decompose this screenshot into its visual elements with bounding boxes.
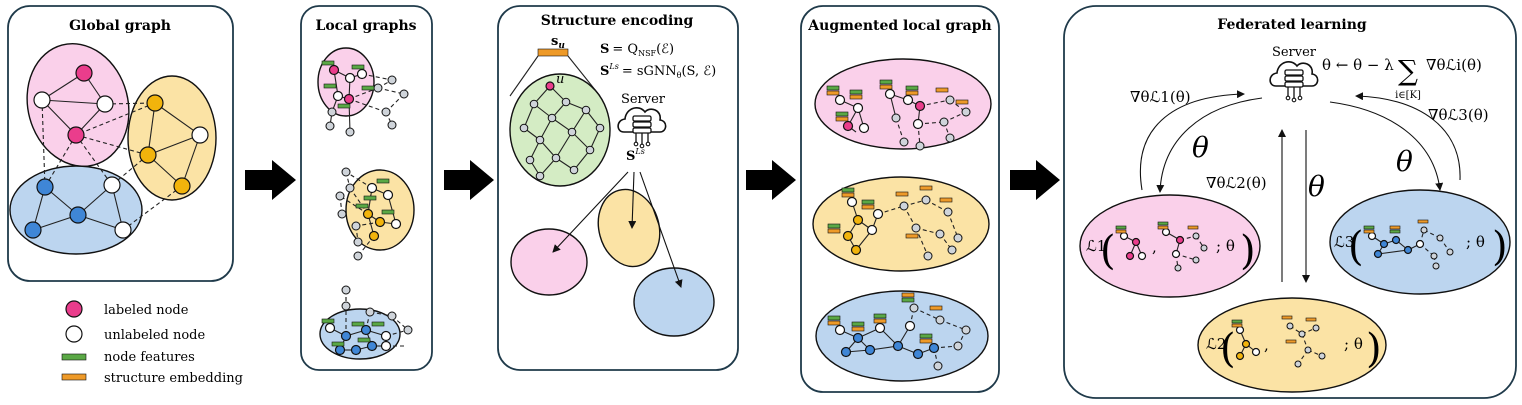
equation-2: SLs= sGNNθ(S, ℰ) <box>600 62 716 80</box>
flow-arrow-3 <box>746 160 796 200</box>
server-to-blue-arrow <box>639 171 683 288</box>
client-2-comma: , <box>1264 336 1269 354</box>
gradient-3-label: ∇θℒ3(θ) <box>1428 106 1489 124</box>
sum-index: i∈[K] <box>1395 90 1421 101</box>
server-to-yellow-arrow <box>628 171 637 229</box>
client-1-ellipse <box>1079 194 1261 298</box>
local-graphs-title: Local graphs <box>315 18 416 34</box>
global-graph-title: Global graph <box>69 18 171 34</box>
client-3-theta-arg: ; θ <box>1466 233 1485 251</box>
flow-arrow-2 <box>444 160 494 200</box>
legend-labeled-text: labeled node <box>104 303 189 318</box>
client-2-theta-arg: ; θ <box>1344 335 1363 353</box>
legend-unlabeled-text: unlabeled node <box>104 328 205 343</box>
gradient-2-label: ∇θℒ2(θ) <box>1206 174 1267 192</box>
legend-structure-icon <box>61 373 87 381</box>
federated-server-label: Server <box>1272 45 1317 60</box>
flow-arrow-1 <box>245 160 296 200</box>
local-graphs-panel: Local graphs <box>300 5 433 371</box>
client-1-close-paren: ) <box>1240 228 1256 274</box>
client-1-theta-arg: ; θ <box>1216 237 1235 255</box>
pink-cluster <box>26 43 130 167</box>
legend-labeled-icon <box>65 300 83 318</box>
client-1-comma: , <box>1152 238 1157 256</box>
federated-title: Federated learning <box>1217 17 1367 33</box>
client-3-close-paren: ) <box>1492 224 1508 270</box>
global-nodes <box>24 64 209 239</box>
local-yellow-graph <box>345 169 415 251</box>
theta-middle: θ <box>1308 170 1325 203</box>
flow-arrow-4 <box>1010 160 1060 200</box>
output-blue-ellipse <box>633 267 715 337</box>
su-label: su <box>551 34 565 51</box>
legend-features-text: node features <box>104 350 195 365</box>
augmented-local-graph-panel: Augmented local graph <box>800 5 1000 393</box>
structure-encoding-panel: Structure encoding su <box>497 5 739 371</box>
client-2-ellipse <box>1197 297 1387 393</box>
sum-symbol: ∑ <box>1398 54 1418 87</box>
structure-encoding-title: Structure encoding <box>541 13 694 29</box>
legend-unlabeled-icon <box>65 325 83 343</box>
legend-structure-text: structure embedding <box>104 371 243 386</box>
arrow-client3-to-server <box>1355 92 1461 181</box>
client-3-loss: ℒ3 <box>1334 233 1354 251</box>
global-graph-panel: Global graph <box>7 5 234 282</box>
server-to-pink-arrow <box>552 171 629 253</box>
gradient-1-label: ∇θℒ1(θ) <box>1130 88 1191 106</box>
client-1-loss: ℒ1 <box>1086 237 1106 255</box>
legend: labeled node unlabeled node node feature… <box>61 300 243 386</box>
augmented-pink-graph <box>814 58 992 150</box>
federated-learning-panel: Federated learning Server θ ← θ − λ ∑ i∈… <box>1063 5 1517 399</box>
arrow-server-to-client3 <box>1329 101 1444 191</box>
sum-term: ∇θℒi(θ) <box>1426 56 1482 74</box>
u-node-label: u <box>556 72 564 87</box>
client-1-open-paren: ( <box>1100 228 1116 274</box>
legend-features-icon <box>61 353 87 361</box>
arrow-server-to-client1 <box>1156 97 1263 193</box>
client-2-open-paren: ( <box>1220 326 1236 372</box>
green-graph-nodes <box>519 81 605 181</box>
client-2-loss: ℒ2 <box>1206 335 1226 353</box>
augmented-blue-graph <box>815 290 989 382</box>
arrow-client1-to-server <box>1140 90 1245 191</box>
theta-left: θ <box>1192 131 1209 164</box>
structure-server-output: SLs <box>626 147 645 164</box>
output-pink-ellipse <box>510 228 588 296</box>
equation-1: S= QNSF(ℰ) <box>600 42 674 58</box>
theta-right: θ <box>1396 145 1413 178</box>
su-embedding <box>537 48 569 57</box>
augmented-title: Augmented local graph <box>807 18 991 34</box>
client-3-open-paren: ( <box>1348 224 1364 270</box>
update-rule: θ ← θ − λ <box>1322 56 1394 74</box>
client-2-close-paren: ) <box>1366 326 1382 372</box>
structure-server-label: Server <box>621 92 666 107</box>
